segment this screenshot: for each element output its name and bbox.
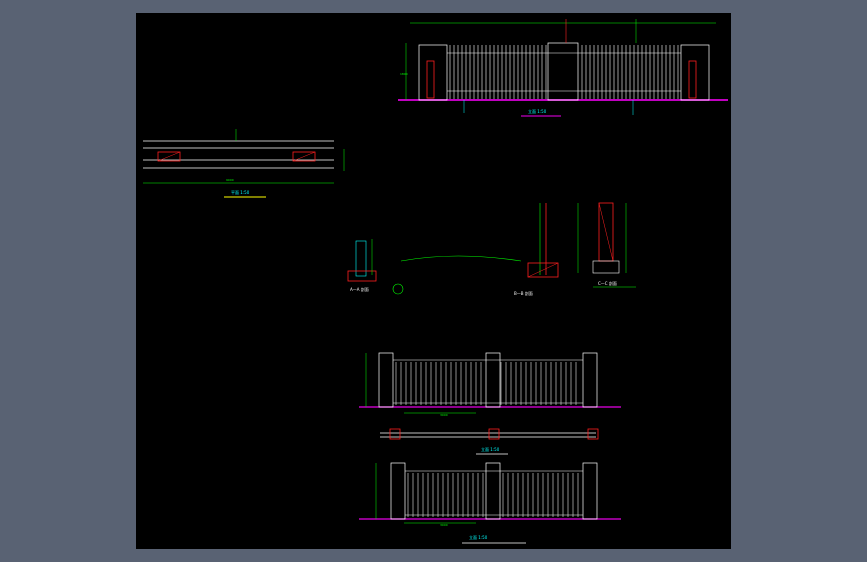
- section-details: A—A 剖面 B—B 剖面 C—C 剖面: [347, 202, 636, 296]
- bottom-width-dim: 3000: [440, 523, 448, 527]
- top-height-dim: 1800: [400, 72, 408, 76]
- mid-width-dim: 3000: [440, 413, 448, 417]
- plan-width-dim: 9000: [226, 178, 234, 182]
- middle-fence-elevation: 3000 立面 1:50: [359, 352, 621, 455]
- cad-drawing: 1800 立面 1:50 9000 平面 1:50: [143, 19, 728, 544]
- left-plan-title: 平面 1:50: [231, 190, 250, 195]
- top-fence-elevation: 1800 立面 1:50: [398, 19, 728, 117]
- section-b-title: B—B 剖面: [514, 290, 533, 296]
- top-elevation-title: 立面 1:50: [528, 108, 547, 114]
- cad-drawing-area[interactable]: 1800 立面 1:50 9000 平面 1:50: [136, 13, 731, 549]
- section-a-title: A—A 剖面: [350, 286, 369, 292]
- bottom-fence-elevation: 3000 立面 1:50: [359, 462, 621, 544]
- section-c-title: C—C 剖面: [598, 280, 617, 286]
- left-plan-view: 9000 平面 1:50: [143, 129, 345, 198]
- bottom-elevation-title: 立面 1:50: [469, 534, 488, 540]
- middle-elevation-title: 立面 1:50: [481, 446, 500, 452]
